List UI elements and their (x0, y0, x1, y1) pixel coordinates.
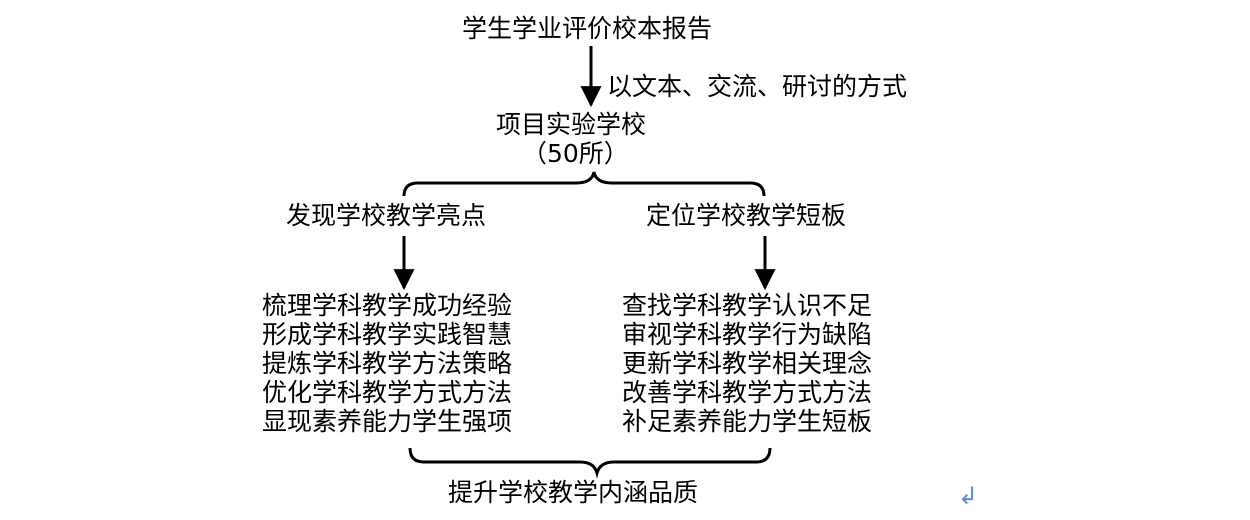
left-item-list: 梳理学科教学成功经验 形成学科教学实践智慧 提炼学科教学方法策略 优化学科教学方… (262, 291, 512, 436)
paragraph-return-icon: ↲ (958, 482, 979, 510)
list-item: 更新学科教学相关理念 (622, 349, 873, 378)
list-item: 改善学科教学方式方法 (622, 378, 873, 407)
result-label: 提升学校教学内涵品质 (448, 478, 699, 507)
list-item: 提炼学科教学方法策略 (262, 349, 513, 378)
right-item-list: 查找学科教学认识不足 审视学科教学行为缺陷 更新学科教学相关理念 改善学科教学方… (622, 291, 872, 436)
list-item: 形成学科教学实践智慧 (262, 320, 513, 349)
project-schools: 项目实验学校 (496, 110, 647, 139)
method-label: 以文本、交流、研讨的方式 (607, 72, 908, 101)
right-branch-title: 定位学校教学短板 (646, 201, 847, 230)
list-item: 显现素养能力学生强项 (262, 407, 513, 436)
left-branch-title: 发现学校教学亮点 (286, 201, 487, 230)
list-item: 补足素养能力学生短板 (622, 407, 873, 436)
list-item: 审视学科教学行为缺陷 (622, 320, 873, 349)
lower-brace (408, 447, 772, 479)
upper-brace (402, 171, 766, 197)
list-item: 优化学科教学方式方法 (262, 378, 513, 407)
list-item: 梳理学科教学成功经验 (262, 291, 513, 320)
project-count: （50所） (522, 139, 629, 168)
report-title: 学生学业评价校本报告 (462, 14, 713, 43)
list-item: 查找学科教学认识不足 (622, 291, 873, 320)
